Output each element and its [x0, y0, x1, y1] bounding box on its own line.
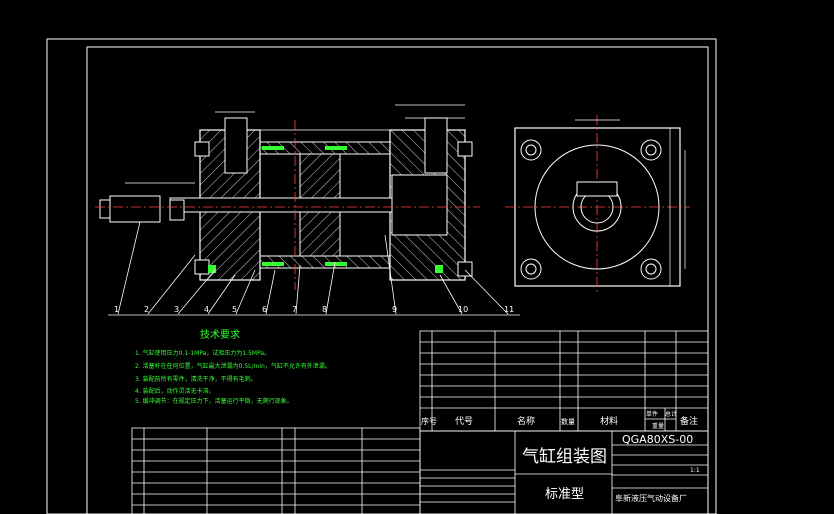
balloon-5: 5: [232, 305, 237, 314]
balloon-3: 3: [174, 305, 179, 314]
drawing-scale: 1:1: [690, 467, 700, 474]
bom-header-seq: 序号: [421, 416, 437, 426]
balloon-6: 6: [262, 305, 267, 314]
outer-border: [46, 38, 717, 514]
bom-header-code: 代号: [455, 416, 473, 427]
bom-header-labels: 序号 代号 名称 数量 材料 单件 总计 重量 备注: [421, 410, 698, 430]
bom-header-unit-weight: 单件: [646, 410, 658, 418]
end-view: [505, 115, 690, 295]
parts-list-lower: [131, 427, 421, 514]
tech-item-1: 1. 气缸使用压力0.1-1MPa，试验压力为1.5MPa。: [135, 349, 270, 357]
balloon-4: 4: [204, 305, 209, 314]
balloon-9: 9: [392, 305, 397, 314]
balloon-7: 7: [292, 305, 297, 314]
tech-item-4: 4. 装配后，动作灵活无卡滞。: [135, 387, 215, 395]
tech-heading: 技术要求: [200, 328, 240, 341]
balloon-10: 10: [458, 305, 468, 314]
tech-item-3: 3. 装配前所有零件，清洗干净，不得有毛刺。: [135, 375, 257, 383]
bom-header-material: 材料: [600, 415, 618, 427]
drawing-name: 气缸组装图: [522, 446, 607, 467]
drawing-number: QGA80XS-00: [622, 433, 693, 446]
drawing-variant: 标准型: [545, 487, 584, 502]
bom-table: [419, 330, 709, 432]
title-block: [419, 430, 709, 514]
part-balloons: [108, 221, 520, 316]
balloon-8: 8: [322, 305, 327, 314]
tech-item-5: 5. 缓冲调节：在规定压力下，活塞运行平稳，无爬行现象。: [135, 397, 293, 405]
bom-header-name: 名称: [517, 415, 535, 427]
tech-item-2: 2. 活塞杆在任何位置，气缸最大泄漏为0.5L/min，气缸不允许有外泄漏。: [135, 362, 331, 370]
balloon-1: 1: [114, 305, 119, 314]
balloon-11: 11: [504, 305, 514, 314]
bom-header-qty: 数量: [561, 417, 575, 426]
balloon-labels: 1 2 3 4 5 6 7 8 9 10 11: [114, 305, 514, 314]
company-name: 阜新液压气动设备厂: [615, 493, 687, 503]
bom-header-remark: 备注: [680, 415, 698, 427]
inner-border: [86, 46, 709, 514]
bom-header-weight: 重量: [652, 422, 664, 430]
technical-requirements: 技术要求 1. 气缸使用压力0.1-1MPa，试验压力为1.5MPa。 2. 活…: [135, 328, 331, 405]
bom-header-total-weight: 总计: [665, 410, 677, 418]
section-view: [95, 104, 480, 290]
balloon-2: 2: [144, 305, 149, 314]
